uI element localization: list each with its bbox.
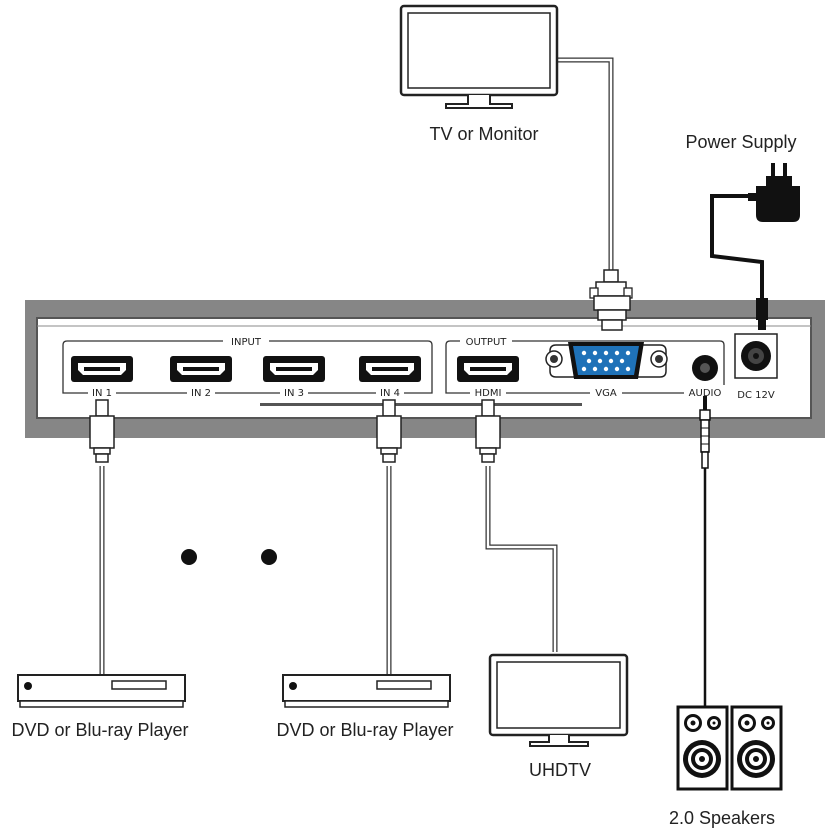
in3-label: IN 3	[284, 388, 304, 399]
power-adapter-icon	[748, 163, 800, 222]
output-group-label: OUTPUT	[466, 337, 508, 348]
hdmi-in3-port[interactable]	[263, 356, 325, 382]
uhdtv-label: UHDTV	[529, 760, 591, 780]
audio-jack[interactable]	[692, 355, 718, 381]
input-group-frame	[62, 340, 433, 394]
dc-port[interactable]	[734, 333, 778, 379]
dc-label: DC 12V	[737, 390, 775, 401]
right-speaker-icon	[730, 705, 783, 791]
speakers-label: 2.0 Speakers	[669, 808, 775, 828]
hdmi-in4-port[interactable]	[359, 356, 421, 382]
vga-plug-icon	[589, 269, 633, 331]
dvd-player-1-icon	[17, 674, 186, 708]
power-cable	[710, 194, 764, 300]
hdmi-in1-port[interactable]	[71, 356, 133, 382]
hdmi-cable-out	[485, 466, 558, 652]
audio-plug-icon	[699, 396, 711, 469]
uhdtv-icon	[488, 653, 629, 747]
vga-label: VGA	[595, 388, 617, 399]
power-supply-label: Power Supply	[685, 132, 796, 152]
input-group-label: INPUT	[231, 337, 262, 348]
audio-label: AUDIO	[689, 388, 722, 399]
tv-monitor-label: TV or Monitor	[429, 124, 538, 144]
hdmi-out-label: HDMI	[475, 388, 502, 399]
in4-label: IN 4	[380, 388, 400, 399]
hdmi-out-port[interactable]	[457, 356, 519, 382]
in1-label: IN 1	[92, 388, 112, 399]
in2-label: IN 2	[191, 388, 211, 399]
dc-plug-icon	[756, 298, 768, 330]
tv-monitor-icon	[399, 4, 559, 109]
vga-cable	[557, 57, 614, 270]
switch-device	[25, 300, 825, 438]
dvd-player-2-label: DVD or Blu-ray Player	[276, 720, 453, 740]
output-group-frame	[445, 340, 725, 394]
dvd-player-2-icon	[282, 674, 451, 708]
hdmi-in2-port[interactable]	[170, 356, 232, 382]
left-speaker-icon	[676, 705, 729, 791]
vga-port[interactable]	[545, 342, 668, 379]
dvd-player-1-label: DVD or Blu-ray Player	[11, 720, 188, 740]
ellipsis-dots	[181, 549, 277, 565]
